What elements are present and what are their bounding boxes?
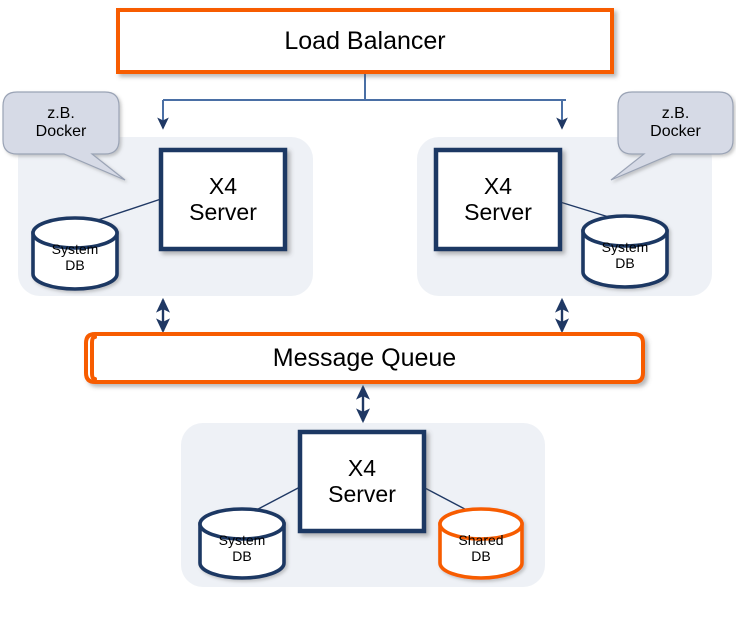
server-box-bottom — [297, 429, 427, 534]
callout-bubble-right — [610, 91, 734, 181]
db-cylinder-bottom-system — [198, 507, 286, 580]
message-queue-shape — [84, 332, 645, 384]
callout-bubble-left — [2, 91, 126, 181]
server-box-top-left — [158, 147, 288, 252]
server-box-top-right — [433, 147, 563, 252]
load-balancer-box — [116, 8, 614, 74]
connector-loadbalancer-branch — [157, 72, 568, 130]
db-cylinder-top-right — [581, 214, 669, 289]
db-cylinder-bottom-shared — [438, 507, 524, 580]
db-cylinder-top-left — [31, 216, 119, 291]
